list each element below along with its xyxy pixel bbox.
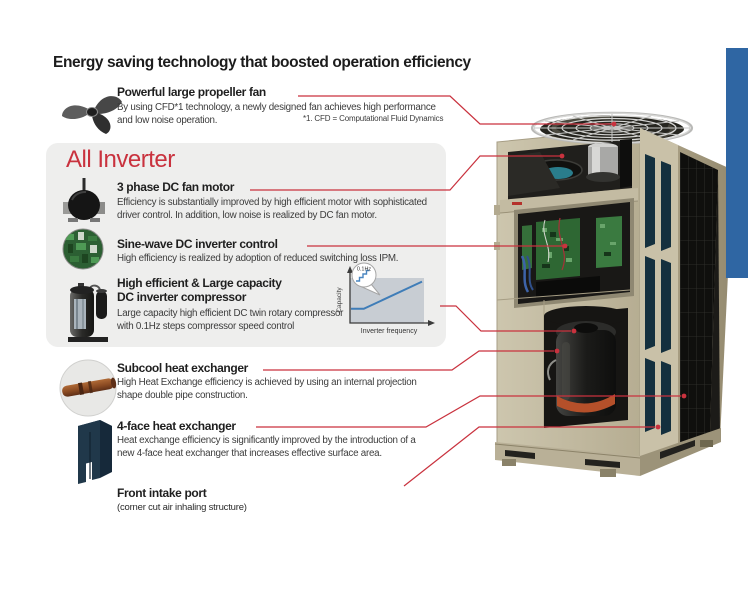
callout-subcool [263, 350, 554, 371]
all-inverter-heading: All Inverter [66, 146, 175, 173]
page-title: Energy saving technology that boosted op… [53, 54, 471, 71]
propeller-fan-icon [62, 96, 122, 134]
chart-callout-label: 0.1Hz [357, 267, 372, 273]
front-intake-title: Front intake port [117, 485, 207, 500]
feature-title-front-intake: Front intake port (corner cut air inhali… [117, 473, 247, 515]
fan-guard [530, 111, 694, 145]
compressor-bay [544, 306, 628, 428]
feature-title-fan-motor: 3 phase DC fan motor [117, 180, 235, 194]
fan-motor-bay [508, 139, 632, 200]
feature-body-compressor: Large capacity high efficient DC twin ro… [117, 308, 344, 332]
feature-title-inverter-control: Sine-wave DC inverter control [117, 237, 278, 251]
cfd-footnote: *1. CFD = Computational Fluid Dynamics [303, 114, 444, 123]
capacity-frequency-chart: Capacity Inverter frequency 0.1Hz [336, 262, 435, 335]
feature-title-propeller-fan: Powerful large propeller fan [117, 85, 266, 99]
fan-motor-icon [63, 178, 105, 222]
chart-line [351, 280, 423, 310]
front-intake-suffix: (corner cut air inhaling structure) [117, 502, 247, 513]
chart-axes [349, 272, 429, 324]
control-box [514, 198, 634, 308]
heat-exchanger-icon [78, 420, 112, 484]
callout-compressor [440, 305, 571, 332]
feature-body-inverter-control: High efficiency is realized by adoption … [117, 253, 399, 264]
copper-pipe-icon [59, 359, 117, 417]
feature-title-four-face: 4-face heat exchanger [117, 419, 236, 433]
outdoor-unit-illustration [494, 111, 738, 477]
chart-callout-bubble: 0.1Hz [351, 262, 381, 296]
pcb-icon [62, 228, 104, 270]
unit-base [494, 428, 721, 477]
brand-blue-bar [726, 48, 748, 278]
callout-front-intake [403, 426, 655, 487]
corner-vents [640, 128, 678, 468]
chart-y-axis-label: Capacity [336, 287, 343, 313]
feature-body-four-face: Heat exchange efficiency is significantl… [117, 435, 416, 459]
feature-body-fan-motor: Efficiency is substantially improved by … [117, 197, 427, 221]
compressor-icon [68, 283, 108, 342]
feature-body-propeller-fan: By using CFD*1 technology, a newly desig… [117, 102, 436, 126]
feature-title-subcool: Subcool heat exchanger [117, 361, 249, 375]
chart-x-axis-label: Inverter frequency [361, 328, 418, 335]
feature-title-compressor: High efficient & Large capacity DC inver… [117, 276, 282, 304]
side-grille [680, 152, 720, 448]
feature-body-subcool: High Heat Exchange efficiency is achieve… [117, 377, 417, 401]
